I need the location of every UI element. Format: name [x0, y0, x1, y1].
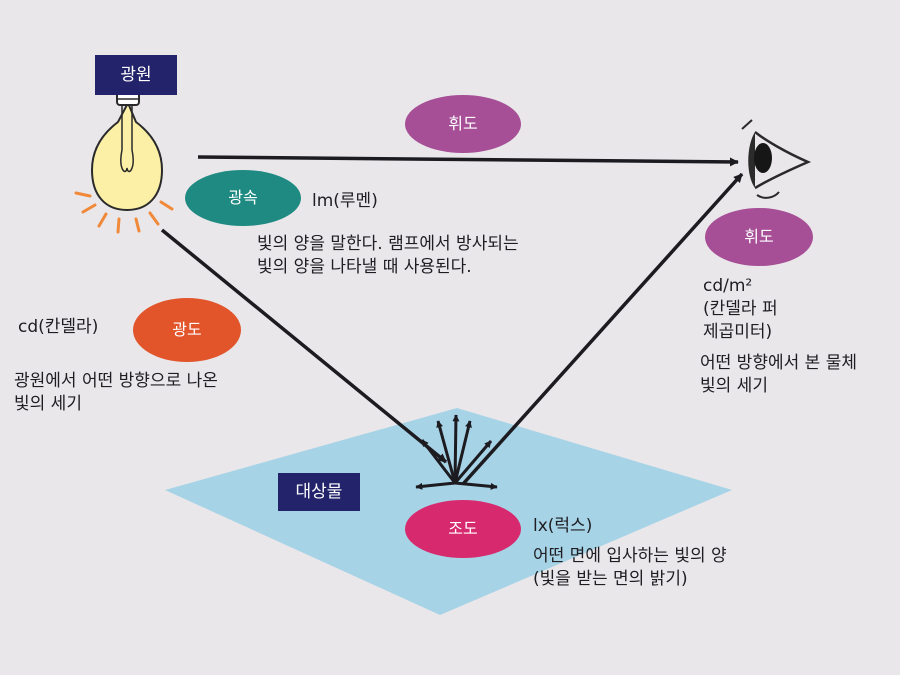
illuminance-term-text: 조도: [448, 519, 478, 538]
luminous-intensity-desc-line: 빛의 세기: [14, 394, 82, 414]
diffuse-reflection-arrows: [415, 414, 498, 490]
luminous-flux-description: 빛의 양을 말한다. 램프에서 방사되는 빛의 양을 나타낼 때 사용된다.: [257, 233, 519, 279]
illuminated-object-label: 대상물: [278, 473, 360, 511]
light-source-label: 광원: [95, 55, 177, 95]
luminance-term-text: 휘도: [744, 227, 774, 246]
luminance-term: 휘도: [705, 208, 813, 266]
illuminated-object-text: 대상물: [295, 482, 343, 502]
illuminance-description: 어떤 면에 입사하는 빛의 양 (빛을 받는 면의 밝기): [533, 545, 727, 591]
luminance-desc-line: 어떤 방향에서 본 물체: [700, 353, 857, 373]
illuminance-unit: lx(럭스): [533, 516, 593, 536]
luminous-flux-unit: lm(루멘): [312, 191, 378, 211]
illuminance-desc-line: (빛을 받는 면의 밝기): [533, 569, 688, 589]
luminance-description: 어떤 방향에서 본 물체 빛의 세기: [700, 352, 857, 398]
luminous-intensity-term: 광도: [133, 298, 241, 362]
luminous-flux-desc-line: 빛의 양을 말한다. 램프에서 방사되는: [257, 234, 519, 254]
luminance-unit-line: (칸델라 퍼: [703, 299, 778, 319]
illuminance-term: 조도: [405, 500, 521, 558]
luminous-intensity-term-text: 광도: [172, 320, 202, 339]
bulb-glow-rays: [74, 191, 174, 234]
arrow-object-to-eye: [461, 172, 744, 486]
luminance-unit-line: cd/m²: [703, 276, 753, 296]
light-source-text: 광원: [120, 65, 152, 85]
luminance-top-term: 휘도: [405, 95, 521, 153]
luminous-flux-desc-line: 빛의 양을 나타낼 때 사용된다.: [257, 257, 472, 277]
eye-icon: [741, 119, 812, 199]
light-bulb-icon: [90, 87, 164, 212]
luminous-flux-term: 광속: [185, 170, 301, 226]
luminance-unit-line: 제곱미터): [703, 322, 773, 342]
arrow-source-to-object: [160, 228, 448, 464]
arrow-source-to-eye: [197, 155, 739, 167]
illuminance-desc-line: 어떤 면에 입사하는 빛의 양: [533, 546, 727, 566]
luminous-intensity-unit: cd(칸델라): [18, 317, 99, 337]
luminous-flux-term-text: 광속: [228, 188, 258, 207]
luminous-intensity-description: 광원에서 어떤 방향으로 나온 빛의 세기: [14, 370, 218, 416]
luminous-intensity-desc-line: 광원에서 어떤 방향으로 나온: [14, 371, 218, 391]
luminance-unit: cd/m² (칸델라 퍼 제곱미터): [703, 275, 778, 344]
luminance-desc-line: 빛의 세기: [700, 376, 768, 396]
luminance-top-term-text: 휘도: [448, 114, 478, 133]
